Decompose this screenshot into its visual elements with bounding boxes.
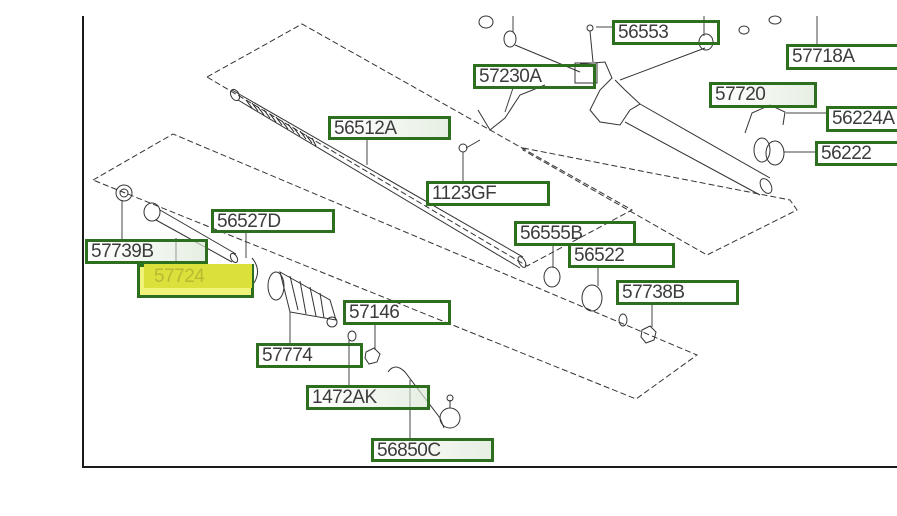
bushings bbox=[543, 266, 657, 344]
part-label-1472AK[interactable]: 1472AK bbox=[306, 385, 430, 410]
part-label-57739B[interactable]: 57739B bbox=[85, 239, 208, 264]
part-label-56512A[interactable]: 56512A bbox=[328, 116, 451, 140]
outer-tie-rod-end bbox=[387, 366, 461, 429]
tie-rod-group-outline bbox=[91, 133, 699, 400]
rack-group-outline bbox=[205, 23, 634, 267]
small-clip bbox=[347, 330, 357, 342]
part-label-57146[interactable]: 57146 bbox=[343, 300, 451, 325]
part-label-56527D[interactable]: 56527D bbox=[211, 209, 335, 233]
rack-boot bbox=[267, 270, 338, 328]
rack-bar bbox=[229, 88, 527, 269]
part-label-57724[interactable]: 57724 bbox=[144, 264, 252, 288]
part-label-56522[interactable]: 56522 bbox=[568, 243, 675, 268]
part-label-57774[interactable]: 57774 bbox=[256, 343, 363, 368]
part-label-56553[interactable]: 56553 bbox=[612, 20, 720, 45]
part-label-57230A[interactable]: 57230A bbox=[473, 64, 596, 89]
housing-group-outline bbox=[522, 147, 798, 256]
part-label-1123GF[interactable]: 1123GF bbox=[426, 181, 550, 206]
part-label-56222[interactable]: 56222 bbox=[815, 141, 897, 166]
part-label-57738B[interactable]: 57738B bbox=[616, 280, 739, 305]
gear-housing bbox=[458, 15, 786, 196]
part-label-56224A[interactable]: 56224A bbox=[826, 106, 897, 132]
part-label-56850C[interactable]: 56850C bbox=[371, 438, 494, 462]
diagram-frame bbox=[82, 16, 897, 468]
part-label-57720[interactable]: 57720 bbox=[709, 82, 817, 108]
boot-clamp bbox=[251, 257, 258, 284]
part-label-57718A[interactable]: 57718A bbox=[786, 44, 897, 70]
lock-nut bbox=[364, 347, 381, 365]
